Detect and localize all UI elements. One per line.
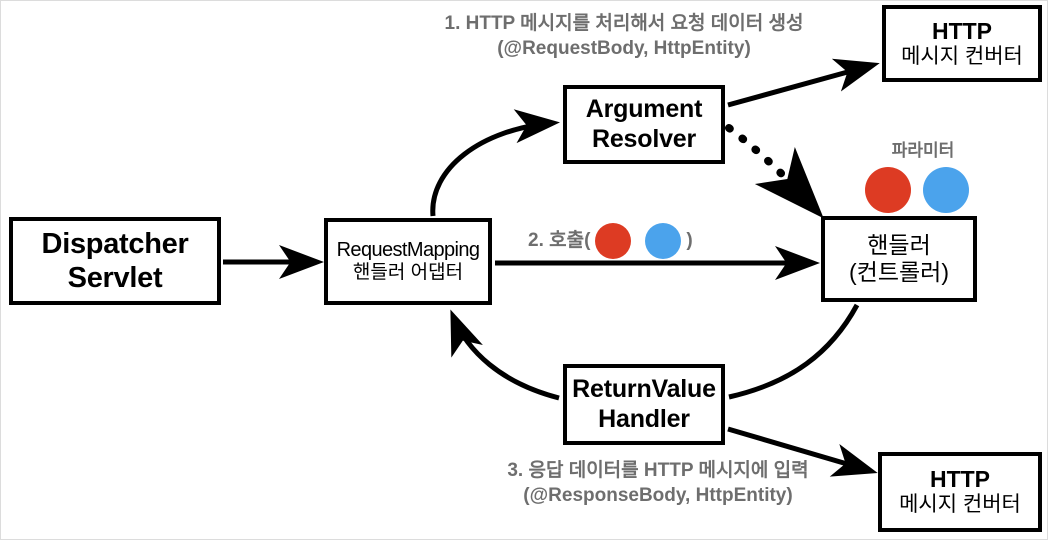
node-request-mapping-line1: RequestMapping xyxy=(336,238,480,261)
annotation-step3-line1: 3. 응답 데이터를 HTTP 메시지에 입력 xyxy=(507,460,809,481)
node-return-value-handler-line1: ReturnValue xyxy=(572,375,716,403)
node-handler-line2: (컨트롤러) xyxy=(849,259,949,285)
node-dispatcher-servlet[interactable]: Dispatcher Servlet xyxy=(9,217,221,305)
node-handler-line1: 핸들러 xyxy=(867,231,931,258)
node-request-mapping-line2: 핸들러 어댑터 xyxy=(352,262,464,284)
annotation-step3: 3. 응답 데이터를 HTTP 메시지에 입력 (@ResponseBody, … xyxy=(453,458,863,508)
annotation-step2-dot-red xyxy=(595,223,632,259)
annotation-step1: 1. HTTP 메시지를 처리해서 요청 데이터 생성 (@RequestBod… xyxy=(399,11,849,61)
node-converter-bottom-line2: 메시지 컨버터 xyxy=(899,493,1021,517)
node-argument-resolver[interactable]: Argument Resolver xyxy=(563,85,725,164)
node-argument-resolver-line1: Argument xyxy=(585,95,703,123)
node-handler-controller[interactable]: 핸들러 (컨트롤러) xyxy=(821,216,977,302)
annotation-step1-line2: (@RequestBody, HttpEntity) xyxy=(497,38,751,60)
node-return-value-handler-line2: Handler xyxy=(598,404,690,433)
parameter-dot-red xyxy=(865,167,911,213)
node-converter-top-line1: HTTP xyxy=(931,17,993,44)
edge-argument-resolver-to-handler xyxy=(725,124,824,219)
annotation-step1-line1: 1. HTTP 메시지를 처리해서 요청 데이터 생성 xyxy=(444,13,804,34)
edge-argument-resolver-to-converter-top xyxy=(727,58,880,108)
annotation-step2-suffix: ) xyxy=(686,230,693,252)
edge-handler-to-return-value-handler xyxy=(728,303,860,400)
annotation-step3-line2: (@ResponseBody, HttpEntity) xyxy=(523,485,793,507)
node-converter-bottom-line1: HTTP xyxy=(929,466,991,493)
node-converter-top-line2: 메시지 컨버터 xyxy=(901,44,1023,68)
node-argument-resolver-line2: Resolver xyxy=(591,124,696,153)
annotation-step2: 2. 호출( ) xyxy=(528,223,738,259)
node-dispatcher-servlet-line1: Dispatcher xyxy=(41,227,189,260)
node-request-mapping-handler-adapter[interactable]: RequestMapping 핸들러 어댑터 xyxy=(324,218,492,305)
parameter-dots xyxy=(865,167,969,213)
edge-return-value-handler-to-request-mapping xyxy=(450,309,560,401)
edge-request-mapping-to-argument-resolver xyxy=(430,109,560,217)
edge-return-value-handler-to-converter-bottom xyxy=(727,426,878,477)
node-http-message-converter-bottom[interactable]: HTTP 메시지 컨버터 xyxy=(878,452,1042,532)
annotation-step2-prefix: 2. 호출( xyxy=(528,230,591,252)
annotation-step2-dot-blue xyxy=(645,223,682,259)
node-http-message-converter-top[interactable]: HTTP 메시지 컨버터 xyxy=(882,5,1042,82)
parameter-dot-blue xyxy=(923,167,969,213)
annotation-parameter-label: 파라미터 xyxy=(891,141,955,160)
node-return-value-handler[interactable]: ReturnValue Handler xyxy=(563,364,725,445)
node-dispatcher-servlet-line2: Servlet xyxy=(67,262,163,294)
